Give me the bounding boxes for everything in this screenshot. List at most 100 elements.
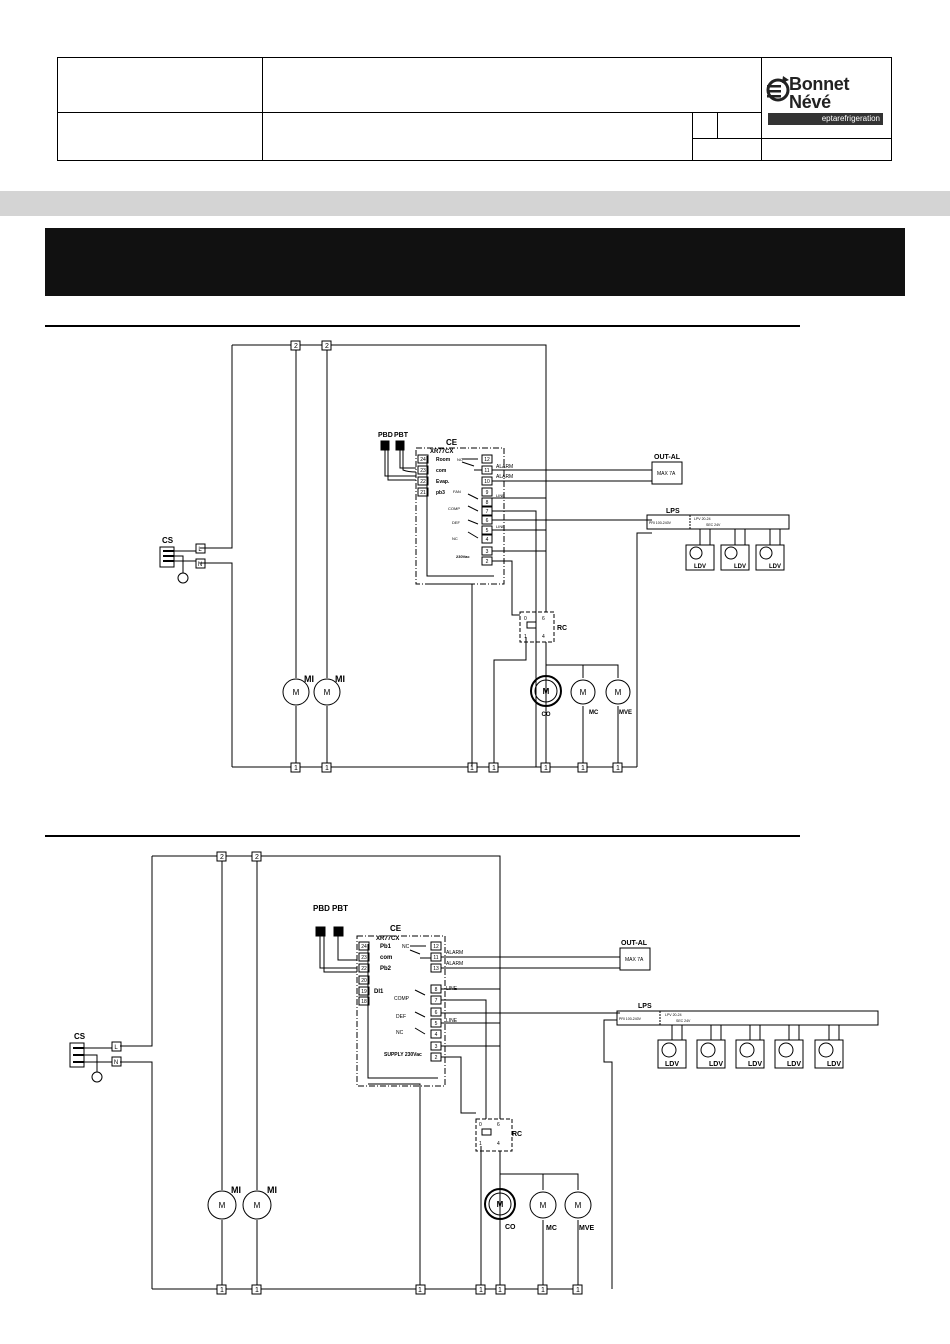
svg-text:22: 22	[361, 966, 367, 972]
svg-text:M: M	[497, 1200, 504, 1209]
svg-text:NC: NC	[402, 944, 410, 950]
svg-text:LDV: LDV	[827, 1061, 841, 1068]
svg-text:ALARM: ALARM	[446, 950, 463, 956]
svg-text:LPV 20-24: LPV 20-24	[694, 517, 711, 521]
svg-text:NC: NC	[452, 536, 458, 541]
ce2-left-terminals	[358, 941, 370, 1006]
svg-text:1: 1	[325, 765, 329, 772]
logo-name-line1: Bonnet	[789, 74, 850, 94]
svg-text:1: 1	[418, 1287, 422, 1294]
svg-text:MC: MC	[589, 710, 599, 716]
svg-text:6: 6	[435, 1010, 438, 1016]
svg-text:1: 1	[541, 1287, 545, 1294]
svg-text:MAX 7A: MAX 7A	[625, 957, 644, 963]
svg-text:NC: NC	[457, 457, 463, 462]
svg-text:ALARM: ALARM	[496, 464, 513, 470]
svg-text:NC: NC	[396, 1030, 404, 1036]
svg-text:com: com	[436, 468, 447, 474]
svg-text:LINE: LINE	[446, 986, 458, 992]
ldv1-group	[685, 529, 785, 571]
svg-text:5: 5	[435, 1021, 438, 1027]
svg-text:3: 3	[435, 1044, 438, 1050]
svg-text:20: 20	[361, 978, 367, 984]
svg-text:1: 1	[544, 765, 548, 772]
svg-text:LPV 20-24: LPV 20-24	[665, 1013, 682, 1017]
section-band	[0, 191, 950, 216]
svg-text:FAN: FAN	[453, 489, 461, 494]
svg-text:L: L	[114, 1045, 118, 1051]
svg-text:MI: MI	[335, 674, 345, 684]
svg-text:LDV: LDV	[734, 564, 746, 570]
ldv2-group	[657, 1025, 844, 1069]
svg-text:13: 13	[433, 966, 439, 972]
d1-top-terminal-2: 2	[325, 343, 329, 350]
svg-text:M: M	[543, 687, 550, 696]
d1-cs-label: CS	[162, 536, 174, 545]
svg-text:MVE: MVE	[579, 1225, 595, 1232]
logo-name-line2: Névé	[789, 92, 831, 112]
svg-text:PBT: PBT	[394, 432, 409, 439]
svg-text:7: 7	[435, 998, 438, 1004]
svg-text:Pb1: Pb1	[380, 944, 392, 950]
svg-text:1: 1	[498, 1287, 502, 1294]
d2-cs-label: CS	[74, 1032, 86, 1041]
svg-text:10: 10	[484, 479, 490, 485]
svg-text:5: 5	[486, 528, 489, 534]
svg-text:PRI 100-240V: PRI 100-240V	[619, 1017, 642, 1021]
svg-text:ALARM: ALARM	[496, 474, 513, 480]
svg-text:COMP: COMP	[394, 996, 410, 1002]
svg-text:3: 3	[486, 549, 489, 555]
svg-text:1: 1	[220, 1287, 224, 1294]
svg-text:LDV: LDV	[694, 564, 706, 570]
svg-text:11: 11	[484, 468, 489, 474]
svg-text:PBD: PBD	[378, 432, 393, 439]
svg-text:DI1: DI1	[374, 989, 384, 995]
svg-text:DEF: DEF	[452, 520, 461, 525]
svg-text:M: M	[580, 688, 587, 697]
svg-text:CO: CO	[505, 1224, 516, 1231]
svg-text:2: 2	[220, 854, 224, 861]
svg-text:LDV: LDV	[709, 1061, 723, 1068]
svg-text:1: 1	[576, 1287, 580, 1294]
svg-text:M: M	[293, 688, 300, 697]
svg-text:CO: CO	[542, 712, 551, 718]
svg-text:22: 22	[420, 479, 426, 485]
svg-text:12: 12	[484, 457, 490, 463]
svg-text:XR77CX: XR77CX	[430, 449, 453, 455]
svg-text:Room: Room	[436, 457, 451, 463]
title-block	[57, 57, 892, 161]
svg-text:18: 18	[361, 999, 367, 1005]
svg-text:MI: MI	[267, 1185, 277, 1195]
svg-text:M: M	[254, 1201, 261, 1210]
svg-text:4: 4	[435, 1032, 438, 1038]
svg-text:M: M	[615, 688, 622, 697]
svg-text:11: 11	[433, 955, 438, 961]
svg-text:6: 6	[486, 518, 489, 524]
svg-text:pb3: pb3	[436, 490, 445, 496]
d1-top-terminal-1: 2	[294, 343, 298, 350]
svg-text:LDV: LDV	[665, 1061, 679, 1068]
svg-text:MI: MI	[231, 1185, 241, 1195]
svg-text:SUPPLY 230Vac: SUPPLY 230Vac	[384, 1052, 422, 1058]
logo-mark-icon	[766, 76, 790, 102]
svg-text:21: 21	[420, 490, 426, 496]
d1-ce-label: CE	[446, 438, 458, 447]
svg-text:RC: RC	[512, 1131, 522, 1138]
svg-text:PBT: PBT	[332, 904, 348, 913]
svg-text:1: 1	[479, 1287, 483, 1294]
header-bar	[45, 228, 905, 296]
section-rule-2	[45, 835, 800, 837]
svg-text:M: M	[540, 1201, 547, 1210]
svg-text:LDV: LDV	[748, 1061, 762, 1068]
svg-text:19: 19	[361, 989, 367, 995]
svg-text:4: 4	[497, 1141, 500, 1147]
svg-text:MC: MC	[546, 1225, 557, 1232]
svg-text:LINE: LINE	[496, 524, 505, 529]
svg-text:1: 1	[616, 765, 620, 772]
svg-text:PRI 100-240V: PRI 100-240V	[649, 521, 672, 525]
svg-text:1: 1	[524, 634, 527, 640]
svg-text:1: 1	[294, 765, 298, 772]
section-rule-1	[45, 325, 800, 327]
svg-text:23: 23	[361, 955, 367, 961]
